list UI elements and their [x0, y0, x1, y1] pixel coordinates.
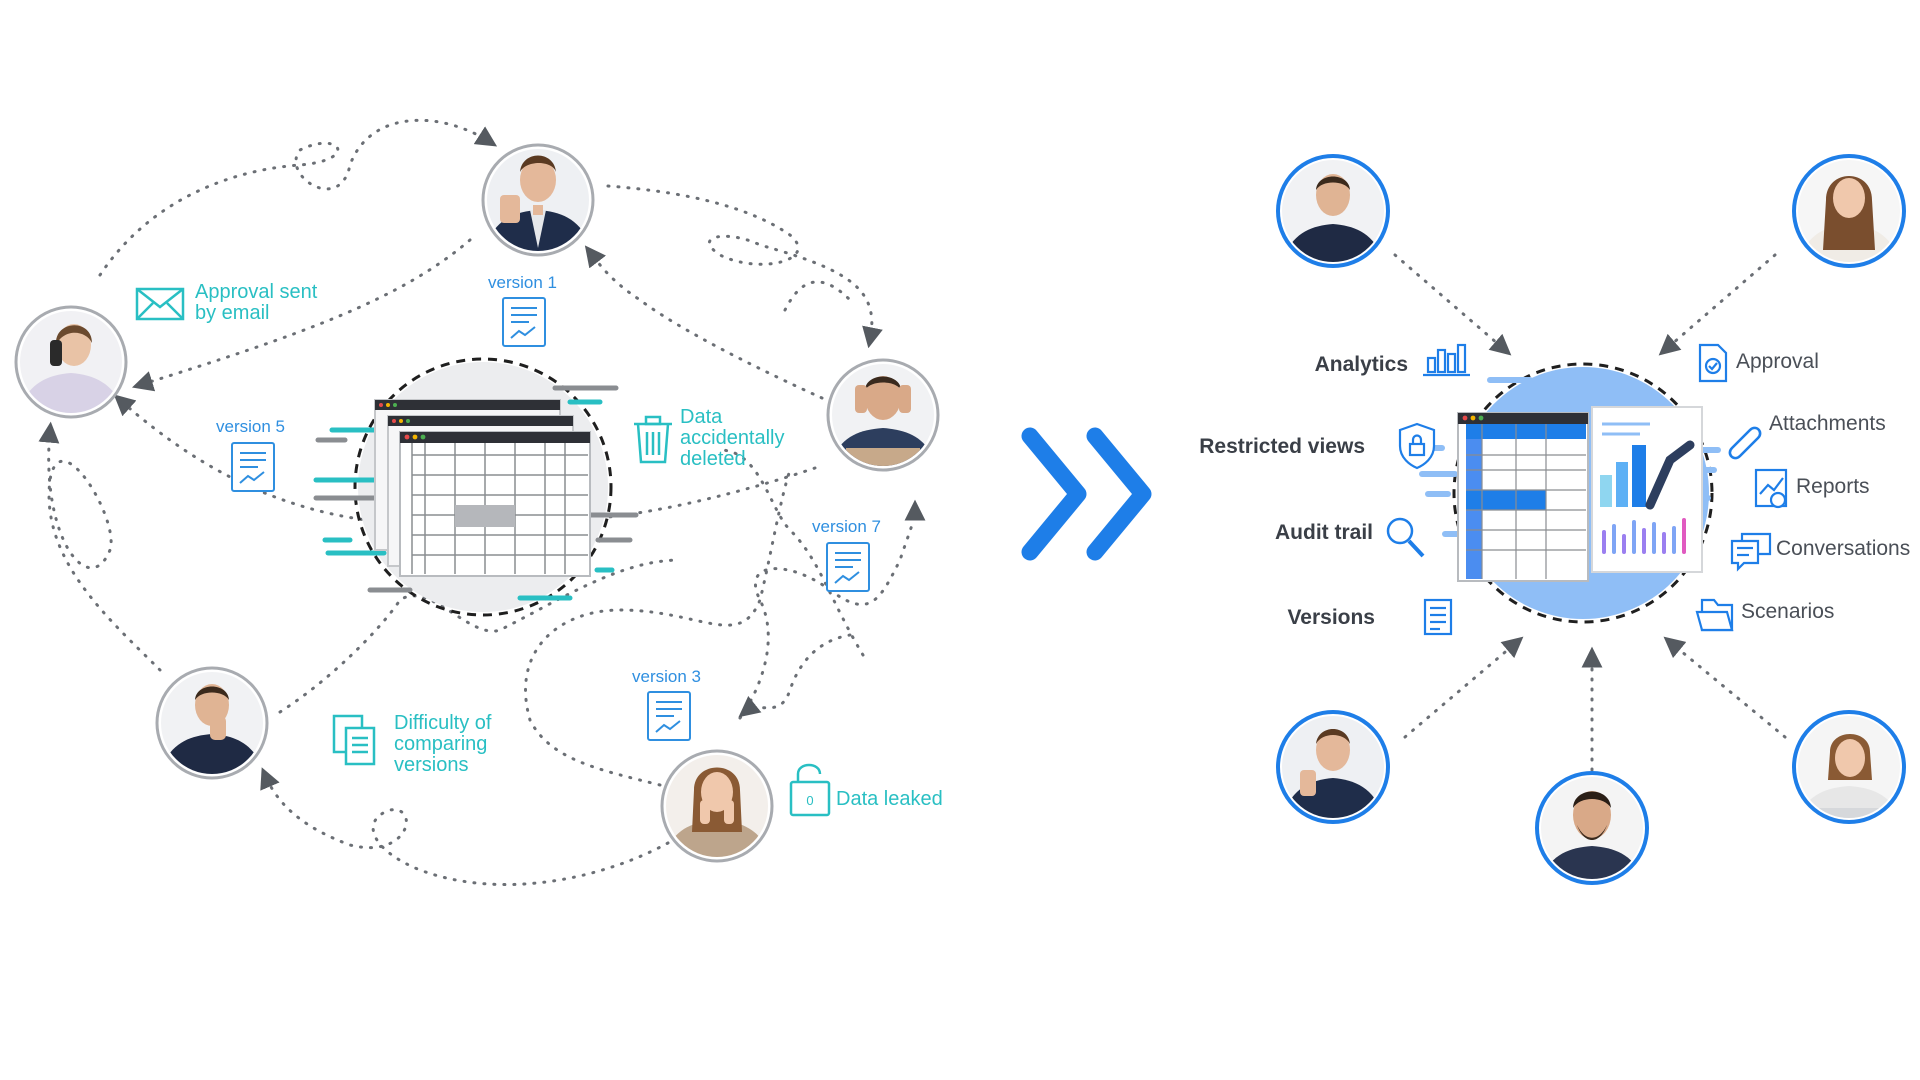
chat-bubbles-icon: [1730, 532, 1772, 572]
connector-lines: [1393, 253, 1787, 772]
unlocked-padlock-icon: 0: [789, 763, 831, 817]
center-spreadsheet-left: [313, 357, 639, 617]
folder-icon: [1695, 598, 1734, 632]
avatar-man-thumbs-down: [481, 143, 595, 257]
doc-chart-icon: [502, 297, 546, 347]
feature-scenarios: Scenarios: [1741, 600, 1835, 623]
magnifier-icon: [1386, 517, 1425, 558]
feature-audit-trail: Audit trail: [1275, 521, 1373, 544]
version-label: version 5: [216, 417, 285, 436]
doc-chart-icon: [231, 442, 275, 492]
document-check-icon: [1698, 343, 1728, 383]
feature-conversations: Conversations: [1776, 537, 1911, 560]
version-label: version 7: [812, 517, 881, 536]
trash-icon: [634, 415, 672, 464]
feature-analytics: Analytics: [1314, 353, 1408, 376]
version-label: version 3: [632, 667, 701, 686]
avatar-man-thinking: [155, 666, 269, 780]
avatar-woman-shocked: [660, 749, 774, 863]
avatar-woman-dreaming: [1792, 710, 1906, 824]
paperclip-icon: [1728, 426, 1762, 460]
feature-approval: Approval: [1736, 350, 1819, 373]
doc-chart-icon: [826, 542, 870, 592]
problem-label-deleted: Data accidentally deleted: [680, 406, 785, 470]
avatar-woman-phone: [14, 305, 128, 419]
feature-attachments: Attachments: [1769, 412, 1886, 435]
feature-reports: Reports: [1796, 475, 1870, 498]
feature-restricted-views: Restricted views: [1199, 435, 1365, 458]
feature-versions: Versions: [1287, 606, 1375, 629]
avatar-man-stressed: [826, 358, 940, 472]
double-chevron-right-icon: [1021, 427, 1152, 561]
avatar-man-thumbs-up: [1276, 710, 1390, 824]
doc-chart-icon: [647, 691, 691, 741]
report-chart-icon: [1754, 468, 1788, 509]
documents-icon: [332, 714, 376, 766]
center-spreadsheet-right: [1419, 362, 1721, 624]
avatar-man-thinking-right: [1276, 154, 1390, 268]
version-label: version 1: [488, 273, 557, 292]
problem-label-leaked: Data leaked: [836, 788, 943, 810]
svg-text:0: 0: [806, 793, 813, 808]
avatar-woman-pointing: [1792, 154, 1906, 268]
shield-lock-icon: [1398, 422, 1436, 470]
problem-label-comparing: Difficulty of comparing versions: [394, 712, 492, 776]
envelope-icon: [135, 287, 185, 321]
avatar-man-smiling: [1535, 771, 1649, 885]
bar-chart-icon: [1423, 343, 1470, 377]
problem-label-email: Approval sent by email: [195, 281, 318, 324]
document-list-icon: [1423, 598, 1453, 636]
